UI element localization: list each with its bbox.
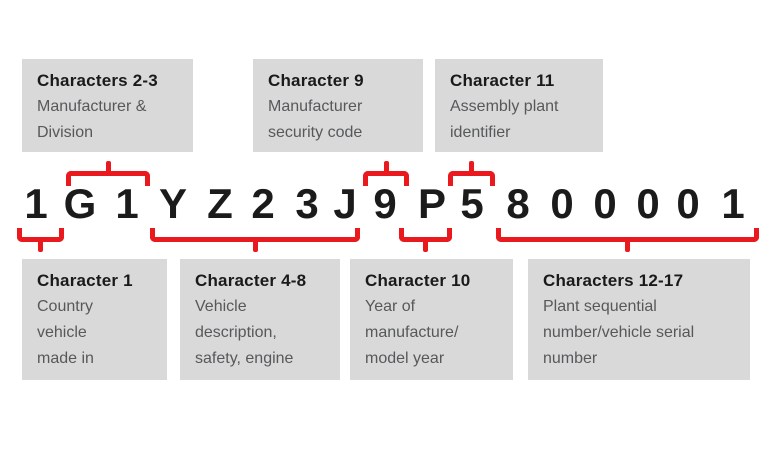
bracket-character-11 [448, 161, 495, 186]
vin-character-9: 9 [373, 180, 397, 227]
label-heading: Characters 12-17 [543, 271, 684, 290]
label-heading: Character 9 [268, 71, 364, 90]
label-heading: Character 11 [450, 71, 555, 90]
bracket-stem [423, 237, 428, 252]
label-description: Assembly plant identifier [450, 98, 559, 141]
label-heading: Character 10 [365, 271, 471, 290]
vin-character-5: Z [207, 180, 233, 227]
label-heading: Character 4-8 [195, 271, 307, 290]
label-description: Country vehicle made in [37, 298, 94, 367]
vin-character-7: 3 [295, 180, 319, 227]
bracket-stem [105, 161, 111, 176]
label-description: Manufacturer security code [268, 98, 363, 141]
vin-character-14: 0 [593, 180, 617, 227]
bracket-characters-4-8 [150, 228, 360, 252]
bracket-stem [38, 237, 43, 252]
vin-character-10: P [417, 180, 446, 227]
bracket-stem [383, 161, 389, 176]
vin-character-17: 1 [721, 180, 745, 227]
vin-character-3: 1 [115, 180, 139, 227]
bracket-stem [625, 237, 630, 252]
vin-character-13: 0 [550, 180, 574, 227]
label-box-character-11: Character 11 Assembly plant identifier [435, 59, 603, 152]
label-heading: Characters 2-3 [37, 71, 158, 90]
vin-character-16: 0 [676, 180, 700, 227]
label-box-characters-12-17: Characters 12-17 Plant sequential number… [528, 259, 750, 380]
vin-character-8: J [333, 180, 357, 227]
bracket-characters-2-3 [66, 161, 150, 186]
vin-character-15: 0 [636, 180, 660, 227]
bracket-character-1 [17, 228, 64, 252]
bracket-stem [469, 161, 474, 176]
vin-character-12: 8 [506, 180, 530, 227]
bracket-character-10 [399, 228, 452, 252]
bracket-characters-12-17 [496, 228, 759, 252]
bracket-character-9 [363, 161, 409, 186]
label-box-character-4-8: Character 4-8 Vehicle description, safet… [180, 259, 340, 380]
vin-character-11: 5 [460, 180, 484, 227]
label-description: Manufacturer & Division [37, 98, 147, 141]
label-box-character-10: Character 10 Year of manufacture/ model … [350, 259, 513, 380]
label-description: Year of manufacture/ model year [365, 298, 459, 367]
bracket-stem [252, 237, 258, 252]
label-box-characters-2-3: Characters 2-3 Manufacturer & Division [22, 59, 193, 152]
label-box-character-9: Character 9 Manufacturer security code [253, 59, 423, 152]
label-box-character-1: Character 1 Country vehicle made in [22, 259, 167, 380]
vin-character-2: G [63, 180, 97, 227]
label-heading: Character 1 [37, 271, 133, 290]
vin-character-4: Y [158, 180, 187, 227]
label-description: Plant sequential number/vehicle serial n… [543, 298, 695, 367]
label-description: Vehicle description, safety, engine [195, 298, 294, 367]
vin-character-6: 2 [251, 180, 275, 227]
vin-character-1: 1 [24, 180, 48, 227]
